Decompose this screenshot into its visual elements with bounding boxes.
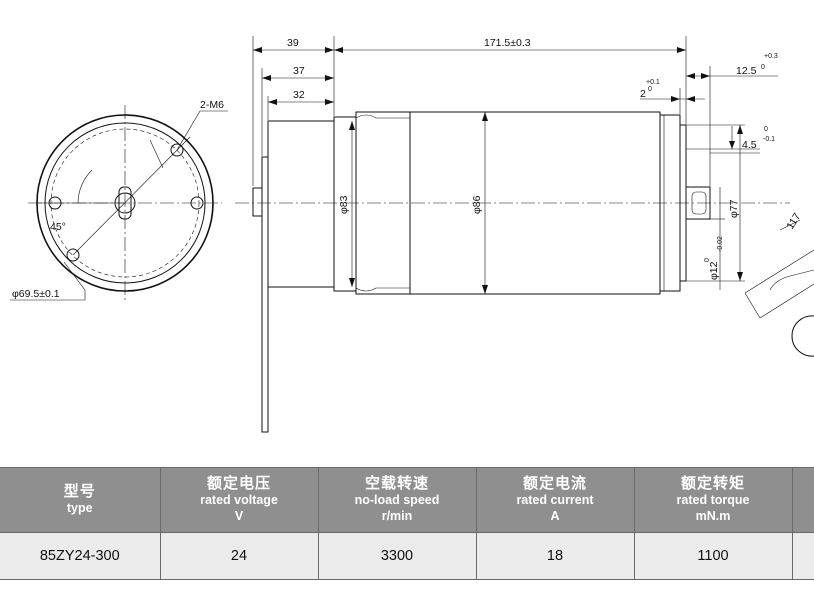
partial-view-curve xyxy=(769,269,814,291)
header-no-load-speed: 空载转速 no-load speed r/min xyxy=(317,467,477,533)
key-depth-tol-low: -0.1 xyxy=(763,136,775,143)
value-cut-off xyxy=(791,532,814,580)
dia77-label: φ77 xyxy=(728,199,740,218)
collar-edge-bottom xyxy=(355,287,410,292)
dim32-label: 32 xyxy=(293,89,305,101)
partial-view-edge-2 xyxy=(759,283,814,319)
shaft-dia-label: φ12 xyxy=(708,261,720,280)
key-depth-label: 4.5 xyxy=(742,139,757,151)
spec-table: 型号 type 额定电压 rated voltage V 空载转速 no-loa… xyxy=(0,467,814,580)
partial-view-edge-1 xyxy=(744,249,814,294)
bolt-circle-leader xyxy=(63,261,86,291)
mount-hole-right xyxy=(190,196,204,210)
m6-leader xyxy=(176,110,201,151)
header-rated-torque: 额定转矩 rated torque mN.m xyxy=(633,467,793,533)
shoulder-label: 2 xyxy=(640,88,646,100)
hole-diagonal xyxy=(72,136,191,256)
output-shaft xyxy=(685,186,711,220)
shoulder-tol-up: +0.1 xyxy=(646,79,660,86)
rear-boss xyxy=(252,187,263,217)
body-length-label: 171.5±0.3 xyxy=(484,37,531,49)
mount-hole-lower xyxy=(66,248,80,262)
shaft-length-tol: +0.3 xyxy=(764,53,778,60)
partial-view-edge-3 xyxy=(744,292,761,319)
value-no-load-speed: 3300 xyxy=(317,532,477,580)
dia83-label: φ83 xyxy=(338,195,350,214)
header-rated-voltage: 额定电压 rated voltage V xyxy=(159,467,319,533)
shaft-keyway xyxy=(691,191,707,215)
dim39-label: 39 xyxy=(287,37,299,49)
shaft-length-label: 12.5 xyxy=(736,65,757,77)
side-view: φ83 φ86 φ77 φ12 0 -0.02 4.5 0 -0.1 xyxy=(235,36,814,433)
header-type: 型号 type xyxy=(0,467,161,533)
radial-dim-line xyxy=(149,139,164,169)
angle-label: 45° xyxy=(50,221,66,233)
collar-edge-top xyxy=(355,114,410,119)
shoulder-tol-low: 0 xyxy=(648,86,652,93)
header-cut-off xyxy=(791,467,814,533)
bolt-circle-label: φ69.5±0.1 xyxy=(12,288,60,300)
partial-view-circle xyxy=(791,315,814,357)
shaft-dia-tol-up: 0 xyxy=(704,258,711,262)
shaft-dia-tol-low: -0.02 xyxy=(717,236,724,252)
shaft-length-tol-low: 0 xyxy=(761,64,765,71)
spec-table-value-row: 85ZY24-300 24 3300 18 1100 xyxy=(0,532,814,580)
partial-view-leader xyxy=(779,219,801,231)
value-rated-voltage: 24 xyxy=(159,532,319,580)
dim37-label: 37 xyxy=(293,65,305,77)
header-rated-current: 额定电流 rated current A xyxy=(475,467,635,533)
key-depth-tol-up: 0 xyxy=(764,126,768,133)
rear-end-cap xyxy=(267,120,335,288)
value-type: 85ZY24-300 xyxy=(0,532,161,580)
value-rated-current: 18 xyxy=(475,532,635,580)
mount-hole-label: 2-M6 xyxy=(200,99,224,111)
angle-arc xyxy=(77,169,93,204)
dia86-label: φ86 xyxy=(471,195,483,214)
value-rated-torque: 1100 xyxy=(633,532,793,580)
mounting-bracket xyxy=(261,156,269,433)
edge-dim-label: 117 xyxy=(784,211,803,232)
end-view: 2-M6 45° φ69.5±0.1 xyxy=(10,99,228,301)
mount-hole-upper xyxy=(170,143,184,157)
spec-table-header-row: 型号 type 额定电压 rated voltage V 空载转速 no-loa… xyxy=(0,467,814,533)
